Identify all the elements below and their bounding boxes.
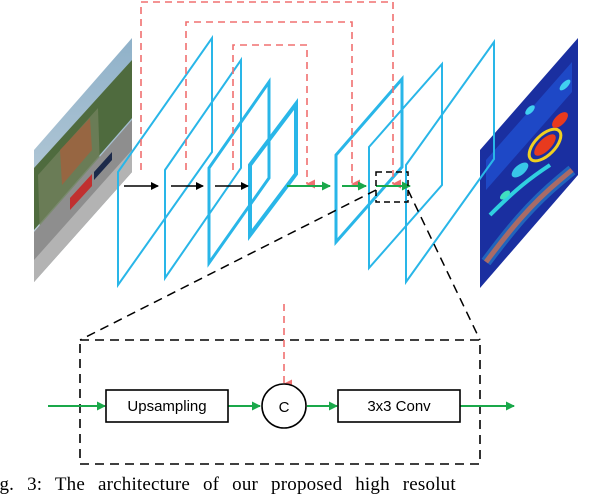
encoder-map-3 xyxy=(207,77,271,268)
conv-block: 3x3 Conv xyxy=(337,389,461,423)
encoder-map-4 xyxy=(248,98,298,241)
skip-connection-inner xyxy=(232,44,315,189)
decoder-map-2 xyxy=(368,61,443,271)
skip-connection-middle xyxy=(185,21,360,189)
decoder-map-3 xyxy=(405,38,495,286)
upsampling-block: Upsampling xyxy=(105,389,229,423)
output-heatmap xyxy=(480,38,578,288)
skip-connections xyxy=(140,1,401,189)
conv-label: 3x3 Conv xyxy=(367,398,431,415)
decoder-map-1 xyxy=(334,74,404,246)
figure-caption: ig. 3: The architecture of our proposed … xyxy=(0,474,456,495)
encoder-feature-maps xyxy=(117,34,298,289)
upsampling-label: Upsampling xyxy=(127,398,206,415)
input-image xyxy=(34,38,132,282)
zoom-projection-lines xyxy=(79,189,481,341)
encoder-map-2 xyxy=(164,56,242,282)
skip-connection-outer xyxy=(140,1,401,189)
concat-block: C xyxy=(261,383,307,429)
detail-box xyxy=(79,339,481,465)
decoder-feature-maps xyxy=(334,38,495,286)
concat-label: C xyxy=(279,399,290,416)
zoom-highlight-box xyxy=(375,171,409,203)
encoder-map-1 xyxy=(117,34,213,289)
